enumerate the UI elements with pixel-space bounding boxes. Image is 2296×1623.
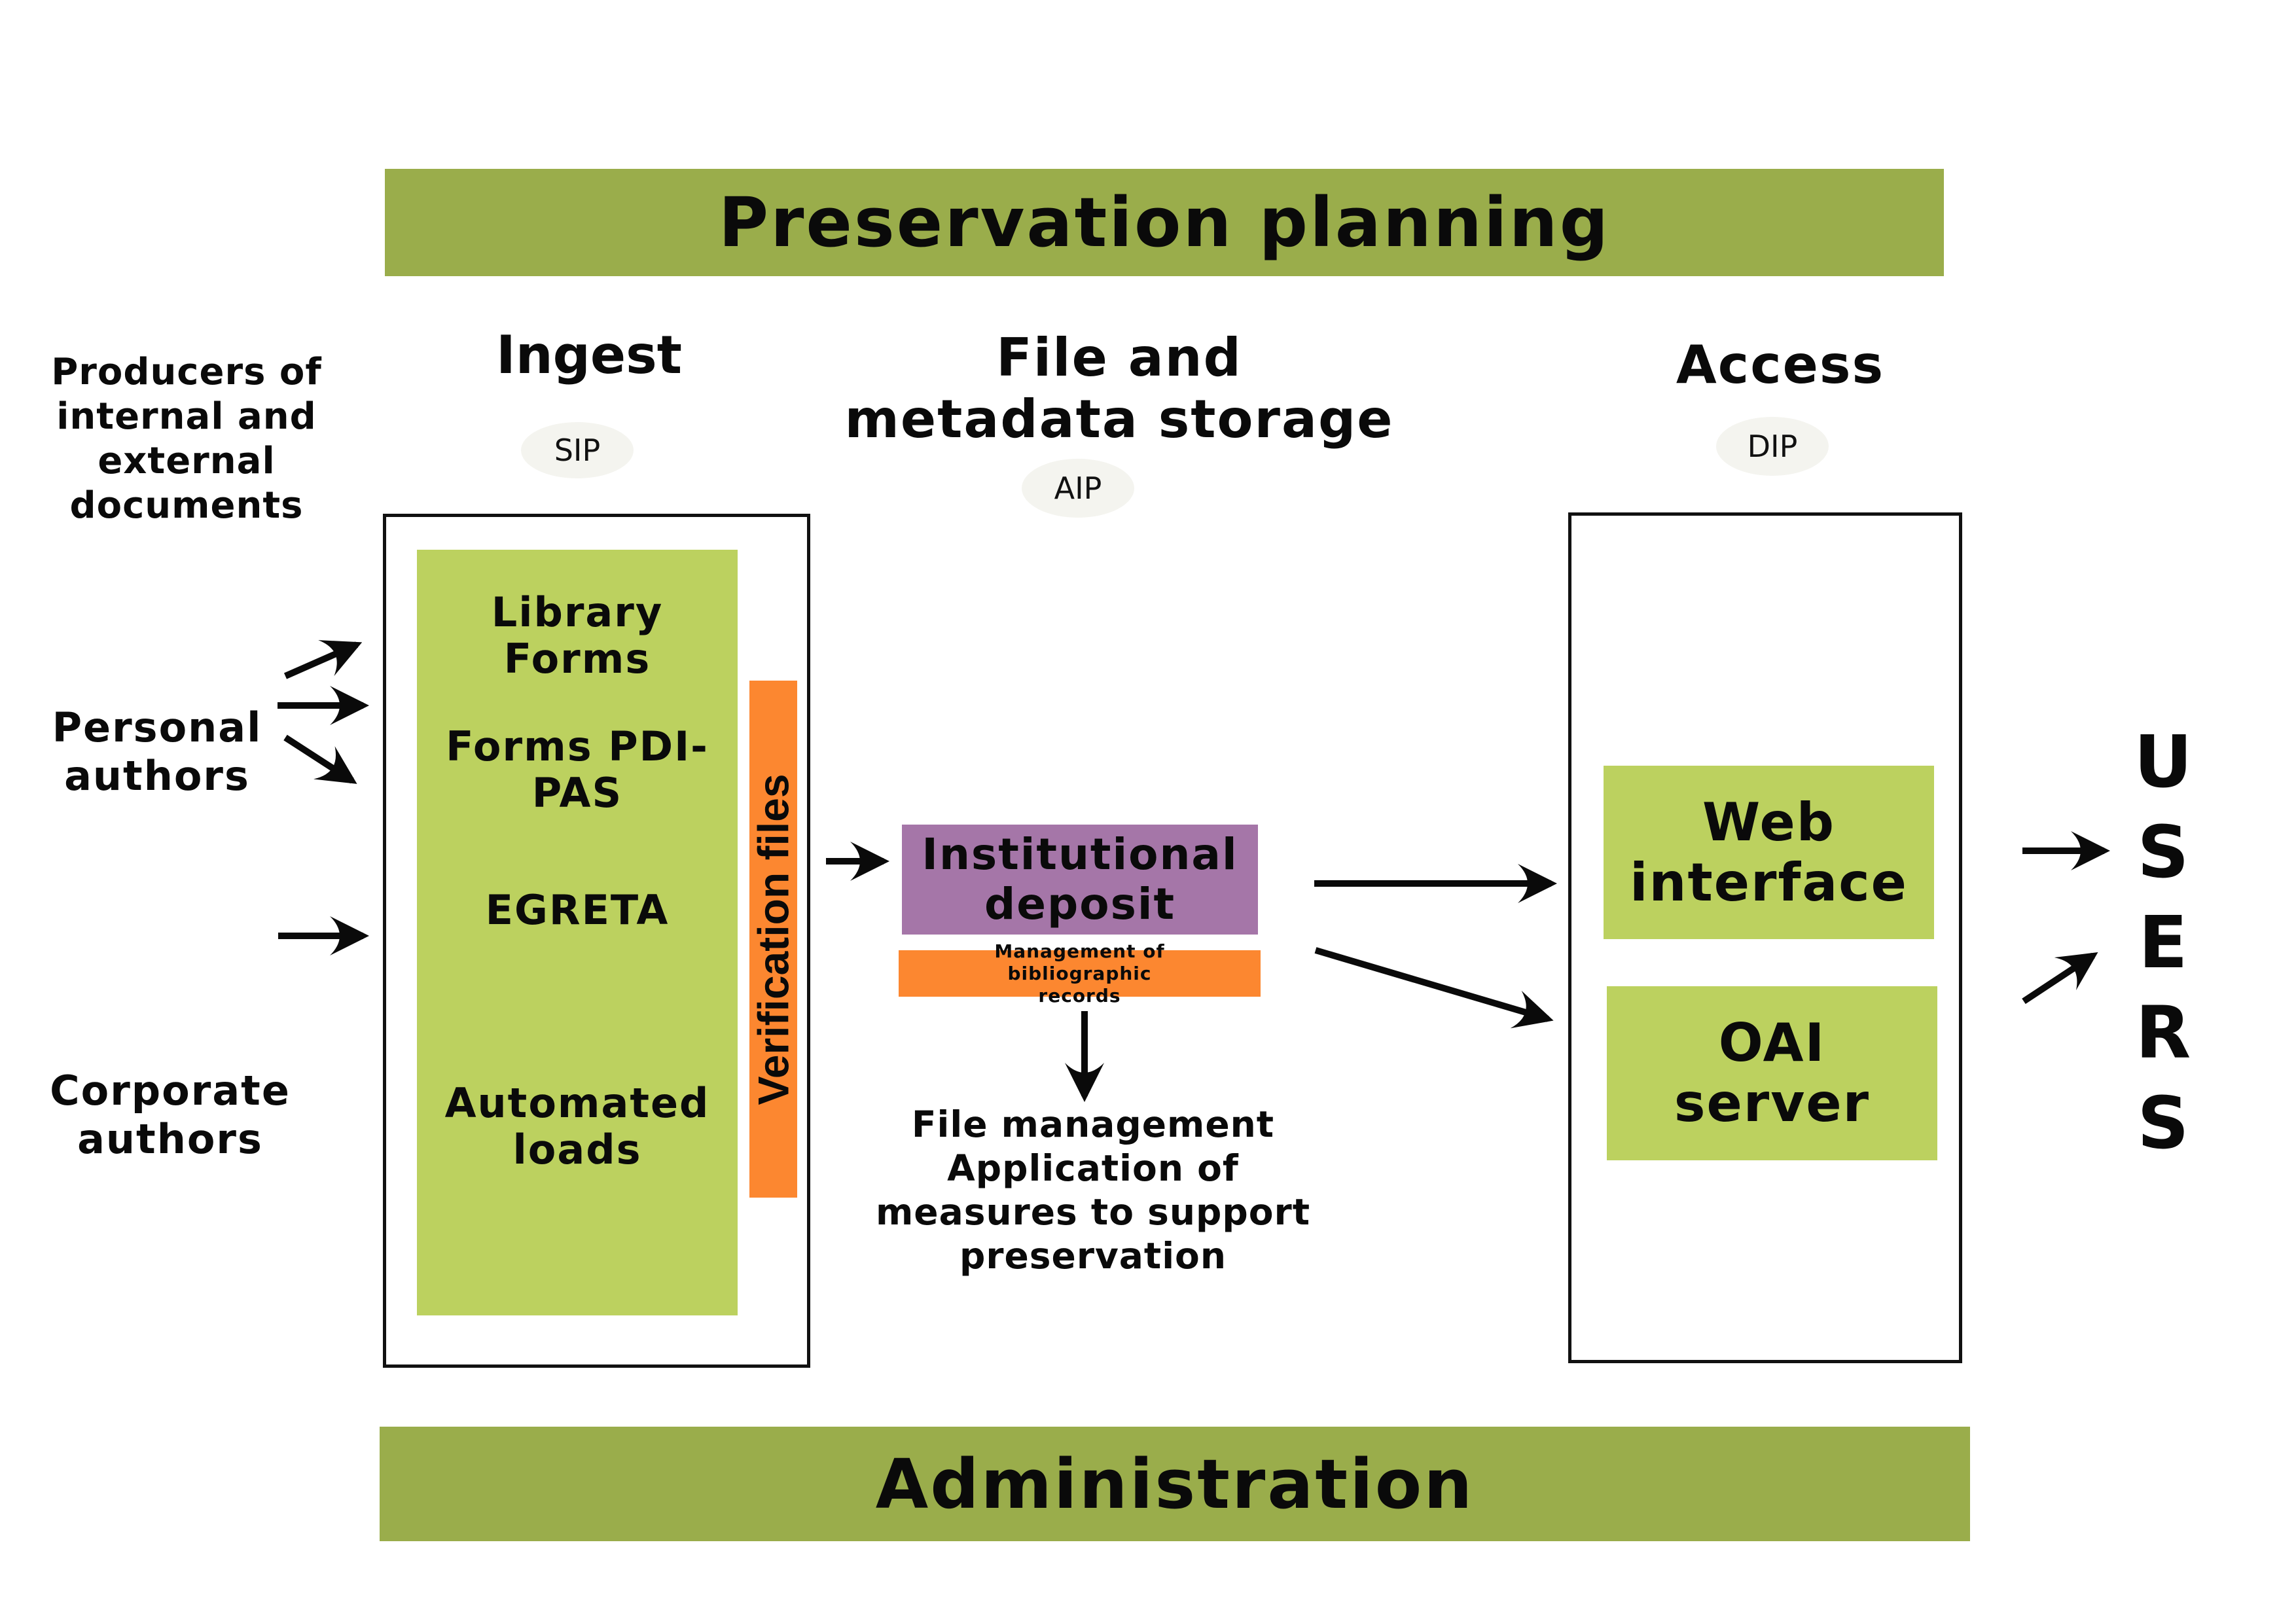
storage-action-line: File management (911, 1103, 1275, 1145)
sip-badge: SIP (521, 422, 634, 478)
administration-band: Administration (380, 1427, 1970, 1541)
storage-action-line: measures to support (876, 1191, 1310, 1233)
arrow-personal-up (283, 640, 363, 679)
users-letter: S (2137, 810, 2189, 894)
ingest-item-automated-loads: Automated loads (444, 1079, 710, 1174)
oai-server-box: OAI server (1607, 986, 1937, 1160)
producers-heading: Producers of internal and external docum… (51, 351, 322, 527)
users-letter: U (2134, 720, 2193, 804)
aip-badge: AIP (1022, 459, 1134, 518)
users-letter: S (2137, 1081, 2189, 1165)
verification-files-bar (749, 681, 797, 1198)
access-heading: Access (1676, 334, 1885, 395)
ingest-item-egreta: EGRETA (485, 886, 670, 934)
arrow-deposit-to-oai (1314, 947, 1554, 1029)
users-letter: E (2138, 901, 2188, 984)
institutional-deposit-box: Institutional deposit (902, 825, 1258, 935)
arrow-oai-to-users (2022, 952, 2098, 1005)
storage-heading: File and metadata storage (844, 327, 1394, 450)
ingest-sources-panel (417, 550, 738, 1315)
users-letter: R (2135, 991, 2191, 1075)
arrow-personal-down (283, 734, 357, 784)
ingest-heading: Ingest (495, 325, 683, 385)
ingest-item-forms-pdi-pas: Forms PDI- PAS (446, 722, 709, 817)
corporate-authors-label: Corporate authors (50, 1067, 291, 1163)
storage-action-line: Application of (947, 1147, 1239, 1189)
users-label: U S E R S (2117, 717, 2209, 1168)
web-interface-box: Web interface (1604, 766, 1934, 939)
storage-action-line: preservation (959, 1235, 1227, 1277)
storage-actions-text: File management Application of measures … (844, 1103, 1342, 1278)
preservation-planning-band: Preservation planning (385, 169, 1944, 276)
dip-badge: DIP (1716, 417, 1829, 476)
ingest-item-library-forms: Library Forms (491, 588, 664, 683)
personal-authors-label: Personal authors (52, 704, 262, 800)
